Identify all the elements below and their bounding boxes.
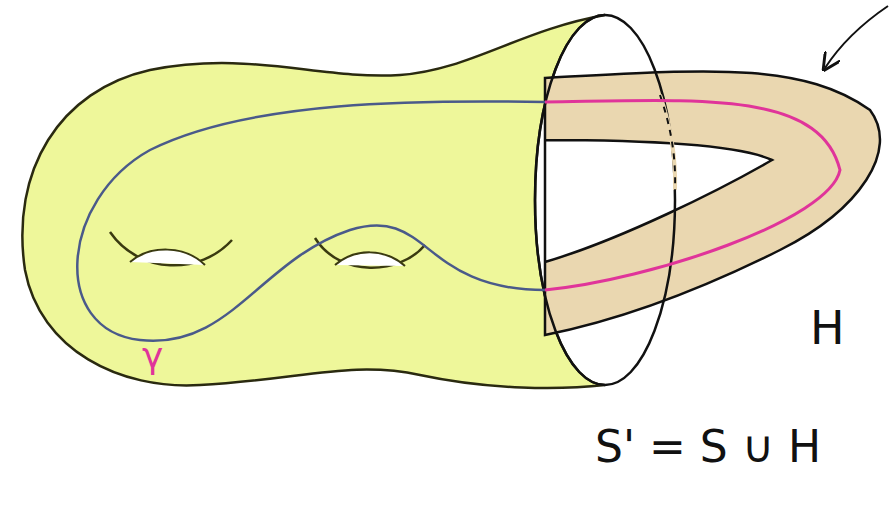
hole bbox=[315, 238, 425, 268]
surface-s bbox=[22, 15, 605, 388]
boundary-dashed bbox=[660, 95, 675, 190]
handle-band bbox=[545, 71, 880, 335]
hole bbox=[110, 232, 232, 265]
loop-on-s bbox=[77, 101, 545, 340]
boundary-circle bbox=[535, 15, 675, 385]
handle-label: H bbox=[810, 305, 845, 351]
loop-on-h bbox=[545, 101, 840, 290]
hole bbox=[130, 250, 205, 265]
loop-label: γ bbox=[142, 338, 163, 374]
pointer-arrow bbox=[825, 6, 888, 68]
hole bbox=[335, 252, 405, 266]
equation-label: S' = S ∪ H bbox=[595, 425, 821, 469]
boundary-dashed bbox=[660, 95, 675, 190]
